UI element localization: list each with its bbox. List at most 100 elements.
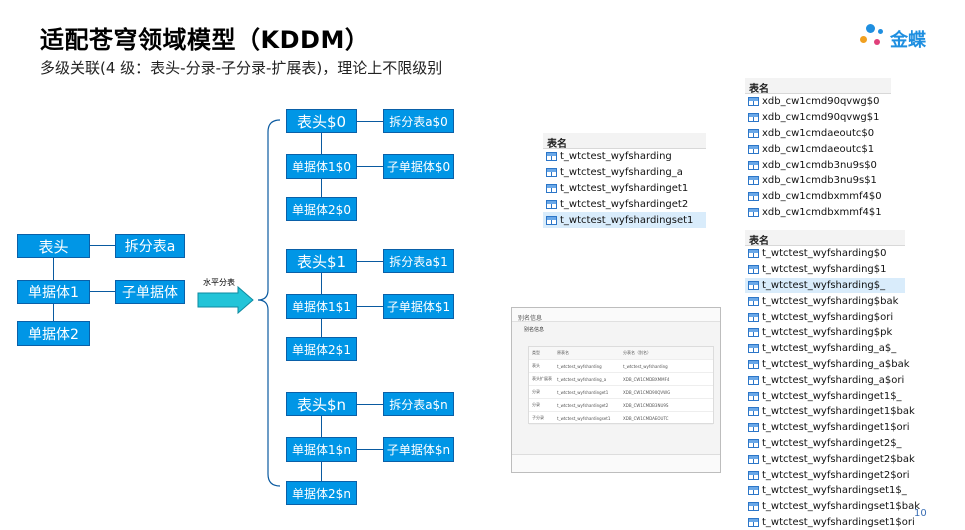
table-icon xyxy=(748,160,759,170)
table-icon xyxy=(748,249,759,259)
logo-text: 金蝶 xyxy=(890,30,926,51)
connector-line xyxy=(357,166,383,167)
table-icon xyxy=(546,152,557,162)
table-name: xdb_cw1cmdb3nu9s$1 xyxy=(762,175,877,187)
column-header: 类型 xyxy=(532,350,540,355)
table-name: t_wtctest_wyfshardingset1$ori xyxy=(762,516,915,528)
logo-dot-icon xyxy=(866,24,875,33)
table-row[interactable]: t_wtctest_wyfsharding$1 xyxy=(745,262,905,278)
table-cell: 分录 xyxy=(532,402,540,407)
table-cell: t_wtctest_wyfshardinget2 xyxy=(557,402,609,408)
group-split-box: 拆分表a$1 xyxy=(383,249,454,273)
table-row[interactable]: t_wtctest_wyfshardingset1 xyxy=(543,212,706,228)
table-row[interactable]: t_wtctest_wyfshardinget1 xyxy=(543,181,706,197)
table-cell: XDB_CW1CMDB3NU9S xyxy=(623,402,669,408)
table-header-row: 类型 原表名 分表名（别名） xyxy=(529,347,713,360)
table-row[interactable]: t_wtctest_wyfsharding$_ xyxy=(745,277,905,294)
table-cell: t_wtctest_wyfsharding xyxy=(557,363,602,369)
right-arrow-icon xyxy=(197,285,254,315)
group-sub-box: 子单据体$n xyxy=(383,437,454,462)
table-row[interactable]: t_wtctest_wyfsharding$bak xyxy=(745,293,905,309)
group-header-box: 表头$0 xyxy=(286,109,357,133)
column-header: 分表名（别名） xyxy=(623,350,651,355)
table-row[interactable]: 分录 t_wtctest_wyfshardinget2 XDB_CW1CMDB3NU… xyxy=(529,399,713,412)
group-split-box: 拆分表a$n xyxy=(383,392,454,416)
table-row[interactable]: t_wtctest_wyfshardinget1$_ xyxy=(745,388,905,404)
arrow-label: 水平分表 xyxy=(203,278,235,287)
table-icon xyxy=(748,391,759,401)
connector-line xyxy=(53,304,54,321)
table-icon xyxy=(748,517,759,527)
table-row[interactable]: t_wtctest_wyfsharding_a$_ xyxy=(745,341,905,357)
dialog-section: 别名信息 xyxy=(524,327,545,333)
table-cell: XDB_CW1CMDAEOUTC xyxy=(623,415,669,421)
table-cell: 子分录 xyxy=(532,415,544,420)
table-row[interactable]: t_wtctest_wyfsharding$0 xyxy=(745,246,905,262)
table-row[interactable]: xdb_cw1cmd90qvwg$1 xyxy=(745,110,891,126)
group-header-box: 表头$1 xyxy=(286,249,357,273)
table-name: xdb_cw1cmdaeoutc$0 xyxy=(762,127,875,139)
table-name: t_wtctest_wyfsharding$_ xyxy=(762,279,886,291)
table-row[interactable]: t_wtctest_wyfshardinget2$ori xyxy=(745,467,910,483)
table-icon xyxy=(748,207,759,217)
table-icon xyxy=(748,144,759,154)
table-name: t_wtctest_wyfshardinget1$ori xyxy=(762,422,910,434)
table-name: t_wtctest_wyfshardinget2$bak xyxy=(762,453,915,465)
table-icon xyxy=(748,407,759,417)
table-row[interactable]: t_wtctest_wyfshardinget1$ori xyxy=(745,420,910,436)
table-name: t_wtctest_wyfshardinget2 xyxy=(560,198,689,210)
table-icon xyxy=(748,423,759,433)
table-cell: XDB_CW1CMDBXMMF4 xyxy=(623,376,670,382)
table-row[interactable]: t_wtctest_wyfshardinget1$bak xyxy=(745,404,915,420)
column-header: 表名 xyxy=(543,133,706,150)
table-name: t_wtctest_wyfshardingset1 xyxy=(560,214,694,226)
table-icon xyxy=(748,265,759,275)
table-name: xdb_cw1cmd90qvwg$1 xyxy=(762,112,880,124)
group-entry2-box: 单据体2$n xyxy=(286,481,357,505)
table-name: t_wtctest_wyfshardinget2$ori xyxy=(762,469,910,481)
table-row[interactable]: xdb_cw1cmdb3nu9s$0 xyxy=(745,157,891,173)
connector-line xyxy=(357,306,383,307)
table-name: xdb_cw1cmdb3nu9s$0 xyxy=(762,159,877,171)
connector-line xyxy=(357,449,383,450)
table-name: t_wtctest_wyfsharding$1 xyxy=(762,264,887,276)
table-row[interactable]: t_wtctest_wyfshardingset1$ori xyxy=(745,515,915,530)
page-title: 适配苍穹领域模型（KDDM） xyxy=(40,26,370,54)
table-icon xyxy=(748,438,759,448)
table-cell: XDB_CW1CMD90QVWG xyxy=(623,389,671,395)
table-row[interactable]: xdb_cw1cmdbxmmf4$1 xyxy=(745,205,891,221)
table-row[interactable]: t_wtctest_wyfsharding_a$ori xyxy=(745,372,905,388)
table-icon xyxy=(748,454,759,464)
table-name: t_wtctest_wyfshardinget1$bak xyxy=(762,406,915,418)
table-row[interactable]: xdb_cw1cmdaeoutc$0 xyxy=(745,126,891,142)
table-row[interactable]: xdb_cw1cmd90qvwg$0 xyxy=(745,94,891,110)
table-name: t_wtctest_wyfsharding$bak xyxy=(762,295,899,307)
table-row[interactable]: xdb_cw1cmdaeoutc$1 xyxy=(745,141,891,157)
table-row[interactable]: t_wtctest_wyfshardingset1$bak xyxy=(745,499,920,515)
table-row[interactable]: xdb_cw1cmdbxmmf4$0 xyxy=(745,189,891,205)
table-row[interactable]: t_wtctest_wyfsharding_a$bak xyxy=(745,357,910,373)
table-row[interactable]: t_wtctest_wyfsharding_a xyxy=(543,165,706,181)
table-row[interactable]: t_wtctest_wyfsharding$pk xyxy=(745,325,905,341)
table-name: xdb_cw1cmdaeoutc$1 xyxy=(762,143,875,155)
connector-line xyxy=(321,273,322,294)
table-icon xyxy=(748,312,759,322)
table-icon xyxy=(748,375,759,385)
table-name: t_wtctest_wyfsharding$ori xyxy=(762,311,894,323)
table-row[interactable]: t_wtctest_wyfsharding xyxy=(543,149,706,165)
group-sub-box: 子单据体$0 xyxy=(383,154,454,179)
table-row[interactable]: xdb_cw1cmdb3nu9s$1 xyxy=(745,173,891,189)
table-row[interactable]: t_wtctest_wyfshardinget2 xyxy=(543,196,706,212)
kingdee-logo: 金蝶 xyxy=(860,22,940,52)
table-row[interactable]: t_wtctest_wyfshardinget2$bak xyxy=(745,451,915,467)
table-row[interactable]: t_wtctest_wyfshardingset1$_ xyxy=(745,483,907,499)
group-header-box: 表头$n xyxy=(286,392,357,416)
table-row[interactable]: t_wtctest_wyfshardinget2$_ xyxy=(745,436,905,452)
table-row[interactable]: t_wtctest_wyfsharding$ori xyxy=(745,309,905,325)
table-name: t_wtctest_wyfsharding$0 xyxy=(762,248,887,260)
